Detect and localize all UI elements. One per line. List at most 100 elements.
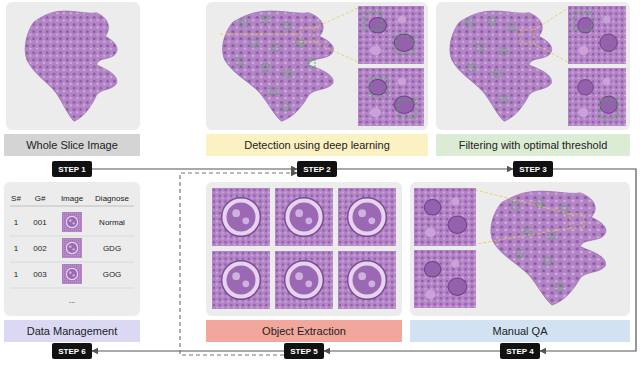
filtering-illustration xyxy=(494,70,501,77)
manual-qa-illustration xyxy=(476,228,570,244)
detection-illustration xyxy=(296,40,303,47)
manual-qa-illustration xyxy=(556,284,563,291)
detection-illustration xyxy=(314,8,358,28)
detection-illustration xyxy=(240,20,247,27)
extracted-objects xyxy=(212,251,270,309)
stage-text: Whole Slice Image xyxy=(26,139,118,151)
filtering-illustration xyxy=(574,12,592,30)
filtering-illustration xyxy=(450,6,626,126)
detection-illustration xyxy=(396,36,414,54)
detection-illustration xyxy=(262,64,269,71)
table-cell: 1 xyxy=(14,244,18,253)
filtering-illustration xyxy=(500,96,507,103)
step-tag: STEP 3 xyxy=(513,161,553,177)
filtering-illustration xyxy=(568,68,626,126)
filtering-illustration xyxy=(520,30,534,44)
flow-arrow xyxy=(92,168,297,169)
detection-illustration xyxy=(364,12,382,30)
detection-illustration xyxy=(398,100,416,118)
filtering-illustration xyxy=(520,8,568,62)
manual-qa-illustration xyxy=(476,190,570,214)
filtering-illustration xyxy=(508,24,515,31)
manual-qa-illustration xyxy=(414,250,476,308)
manual-qa-illustration xyxy=(544,258,551,265)
detection-illustration xyxy=(358,68,424,126)
filtering-illustration xyxy=(600,100,618,118)
table-cell: ... xyxy=(69,296,76,305)
whole-slice-image xyxy=(25,11,117,121)
detection-illustration xyxy=(220,6,424,126)
stage-text: Detection using deep learning xyxy=(244,139,390,151)
extracted-objects xyxy=(338,188,396,246)
manual-qa-illustration xyxy=(512,202,519,209)
stage-label: Detection using deep learning xyxy=(206,134,428,156)
detection-illustration xyxy=(272,44,279,51)
filtering-illustration xyxy=(488,18,495,25)
filtering-illustration xyxy=(500,48,507,55)
extracted-objects xyxy=(275,188,333,246)
panel-backgrounds xyxy=(4,2,630,316)
stage-text: Filtering with optimal threshold xyxy=(459,139,608,151)
flow-arrow xyxy=(92,350,284,351)
whole-slice-image xyxy=(25,11,117,121)
detection-illustration xyxy=(314,42,358,62)
filtering-illustration xyxy=(568,6,626,64)
panel-backgrounds xyxy=(436,2,630,130)
step-text: STEP 5 xyxy=(290,347,317,356)
stage-label: Object Extraction xyxy=(206,320,402,342)
step-tag: STEP 5 xyxy=(284,343,324,359)
detection-illustration xyxy=(364,12,416,118)
table-cell: 002 xyxy=(33,244,46,253)
panel-backgrounds xyxy=(206,182,402,316)
detection-illustration xyxy=(220,8,358,62)
extracted-objects xyxy=(338,251,396,309)
stage-text: Manual QA xyxy=(492,325,547,337)
detection-illustration xyxy=(223,11,334,121)
data-table xyxy=(10,288,134,289)
table-cell: 1 xyxy=(14,218,18,227)
table-cell: 001 xyxy=(33,218,46,227)
detection-illustration xyxy=(220,34,300,35)
extracted-objects xyxy=(212,188,270,246)
step-tag: STEP 2 xyxy=(297,161,337,177)
filtering-illustration xyxy=(466,18,515,103)
step-text: STEP 3 xyxy=(519,165,546,174)
detection-illustration xyxy=(282,104,289,111)
manual-qa-illustration xyxy=(414,188,606,308)
step-tag: STEP 1 xyxy=(52,161,92,177)
data-table xyxy=(62,212,82,232)
step-tag: STEP 4 xyxy=(500,343,540,359)
step-text: STEP 6 xyxy=(58,347,85,356)
detection-illustration xyxy=(236,58,243,65)
data-table xyxy=(10,236,134,237)
step-text: STEP 4 xyxy=(506,347,533,356)
detection-illustration xyxy=(300,28,314,42)
detection-illustration xyxy=(370,78,388,96)
table-cell: Normal xyxy=(99,218,125,227)
manual-qa-illustration xyxy=(516,250,523,257)
table-cell: GOG xyxy=(103,270,122,279)
table-cell: G# xyxy=(35,194,46,203)
data-table xyxy=(10,206,134,207)
step-text: STEP 1 xyxy=(58,165,85,174)
manual-qa-illustration xyxy=(548,232,555,239)
stage-text: Object Extraction xyxy=(262,325,346,337)
panel-backgrounds xyxy=(4,182,140,316)
step-text: STEP 2 xyxy=(303,165,330,174)
data-table xyxy=(62,238,82,258)
table-cell: GDG xyxy=(103,244,121,253)
detection-illustration xyxy=(236,16,315,111)
manual-qa-illustration xyxy=(524,228,531,235)
filtering-illustration xyxy=(450,11,552,121)
detection-illustration xyxy=(262,16,269,23)
flow-arrow xyxy=(337,168,513,169)
filtering-illustration xyxy=(574,12,618,118)
step-tag: STEP 6 xyxy=(52,343,92,359)
filtering-illustration xyxy=(468,64,475,71)
table-cell: Image xyxy=(61,194,83,203)
panel-backgrounds xyxy=(6,2,140,130)
detection-illustration xyxy=(250,40,257,47)
